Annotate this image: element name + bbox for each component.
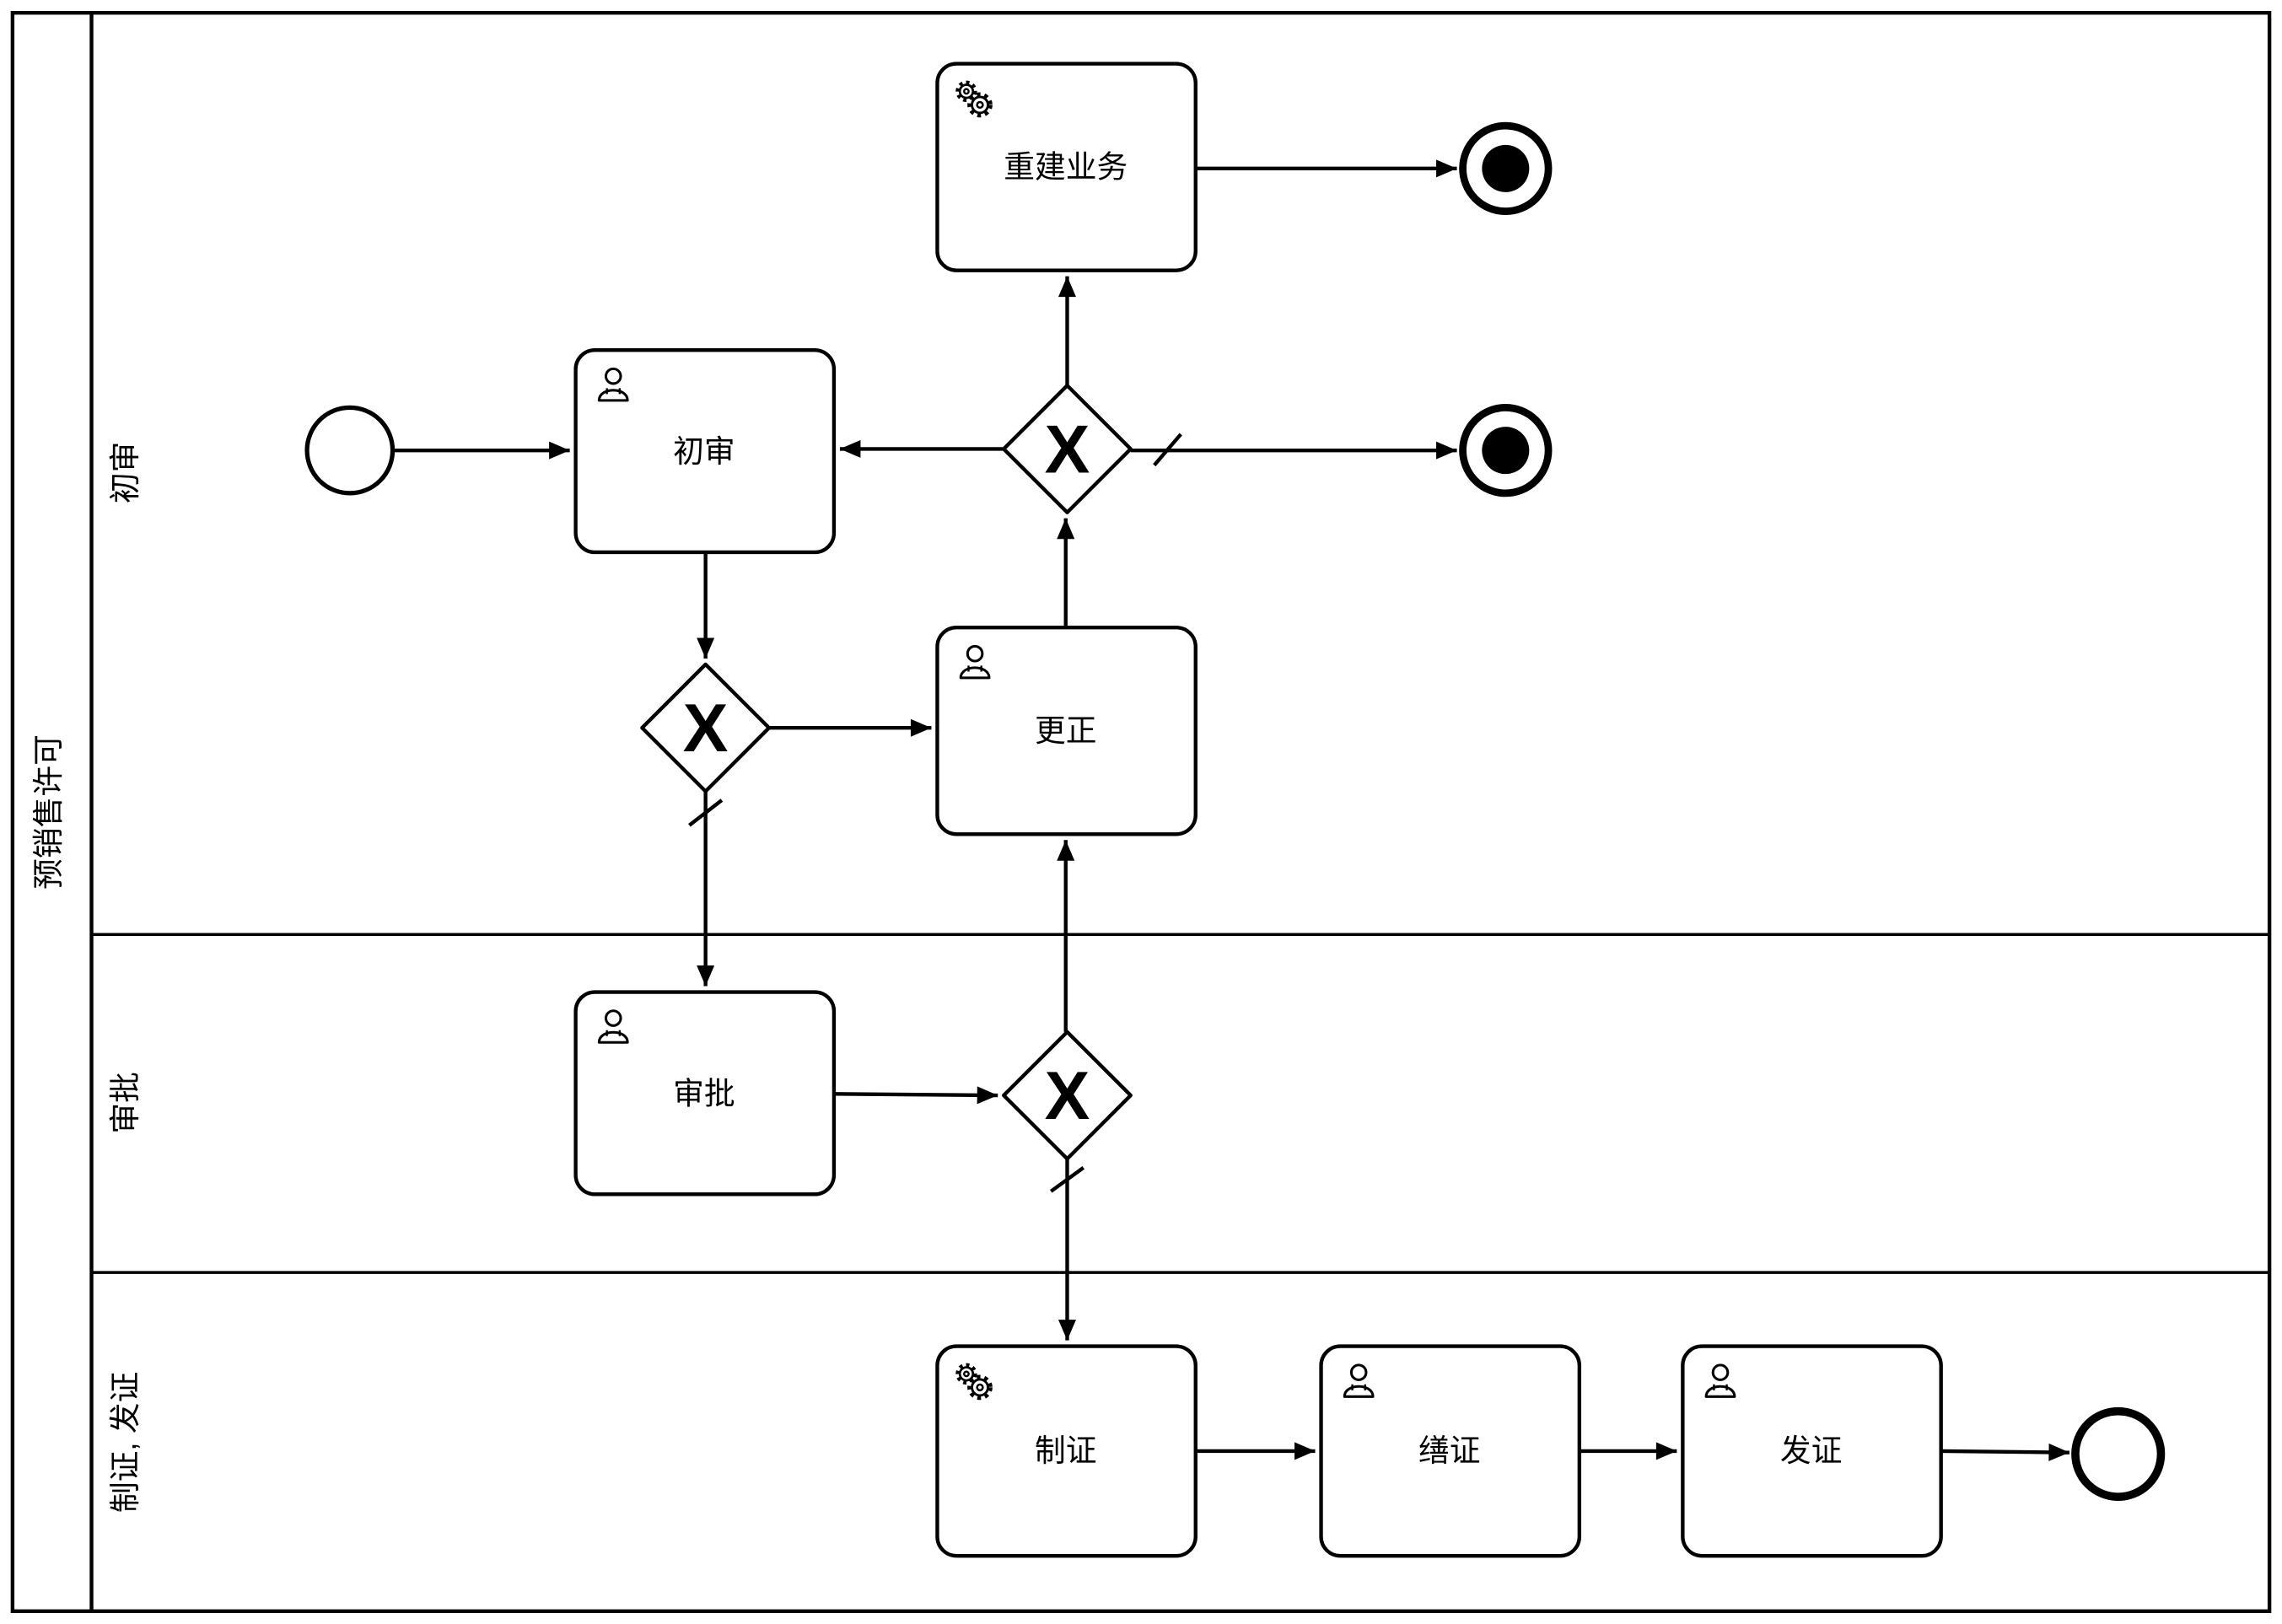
default-flow-marker-2 bbox=[1153, 433, 1182, 467]
task-make-certificate[interactable]: 制证 bbox=[935, 1344, 1198, 1558]
task-label: 发证 bbox=[1780, 1433, 1843, 1468]
task-label: 初审 bbox=[673, 434, 735, 469]
task-label: 重建业务 bbox=[1004, 149, 1128, 184]
end-event-rebuild[interactable] bbox=[1459, 121, 1553, 215]
end-event-inner-disc bbox=[1482, 427, 1530, 475]
sequence-flow-approval-to-gateway3[interactable] bbox=[833, 1086, 998, 1105]
lane-label-approval: 审批 bbox=[108, 1072, 143, 1134]
sequence-flow-issue-to-end[interactable] bbox=[1940, 1443, 2069, 1461]
exclusive-gateway-2[interactable]: X bbox=[640, 662, 772, 793]
task-rebuild-business[interactable]: 重建业务 bbox=[935, 62, 1198, 272]
end-event-gateway1[interactable] bbox=[1459, 404, 1553, 497]
task-label: 更正 bbox=[1035, 713, 1097, 748]
xor-marker: X bbox=[1045, 411, 1090, 487]
task-approval[interactable]: 审批 bbox=[573, 990, 837, 1196]
task-correction[interactable]: 更正 bbox=[935, 626, 1198, 836]
task-prepare-certificate[interactable]: 缮证 bbox=[1319, 1344, 1582, 1558]
pool-label: 预销售许可 bbox=[31, 734, 66, 890]
default-flow-marker-3 bbox=[1049, 1166, 1085, 1193]
lane-label-initial-review: 初审 bbox=[108, 442, 143, 504]
xor-marker: X bbox=[683, 691, 729, 766]
xor-marker: X bbox=[1045, 1058, 1090, 1134]
start-event[interactable] bbox=[304, 405, 396, 496]
task-label: 审批 bbox=[673, 1077, 735, 1111]
default-flow-marker-1 bbox=[688, 799, 724, 827]
task-label: 制证 bbox=[1035, 1433, 1097, 1468]
task-label: 缮证 bbox=[1418, 1433, 1481, 1468]
end-event-inner-disc bbox=[1482, 144, 1530, 192]
end-event-issue[interactable] bbox=[2071, 1406, 2166, 1501]
lane-label-certificate: 制证, 发证 bbox=[108, 1372, 143, 1513]
exclusive-gateway-1[interactable]: X bbox=[1002, 383, 1133, 514]
exclusive-gateway-3[interactable]: X bbox=[1002, 1030, 1133, 1161]
task-issue-certificate[interactable]: 发证 bbox=[1681, 1344, 1943, 1558]
task-initial-review[interactable]: 初审 bbox=[573, 347, 837, 555]
